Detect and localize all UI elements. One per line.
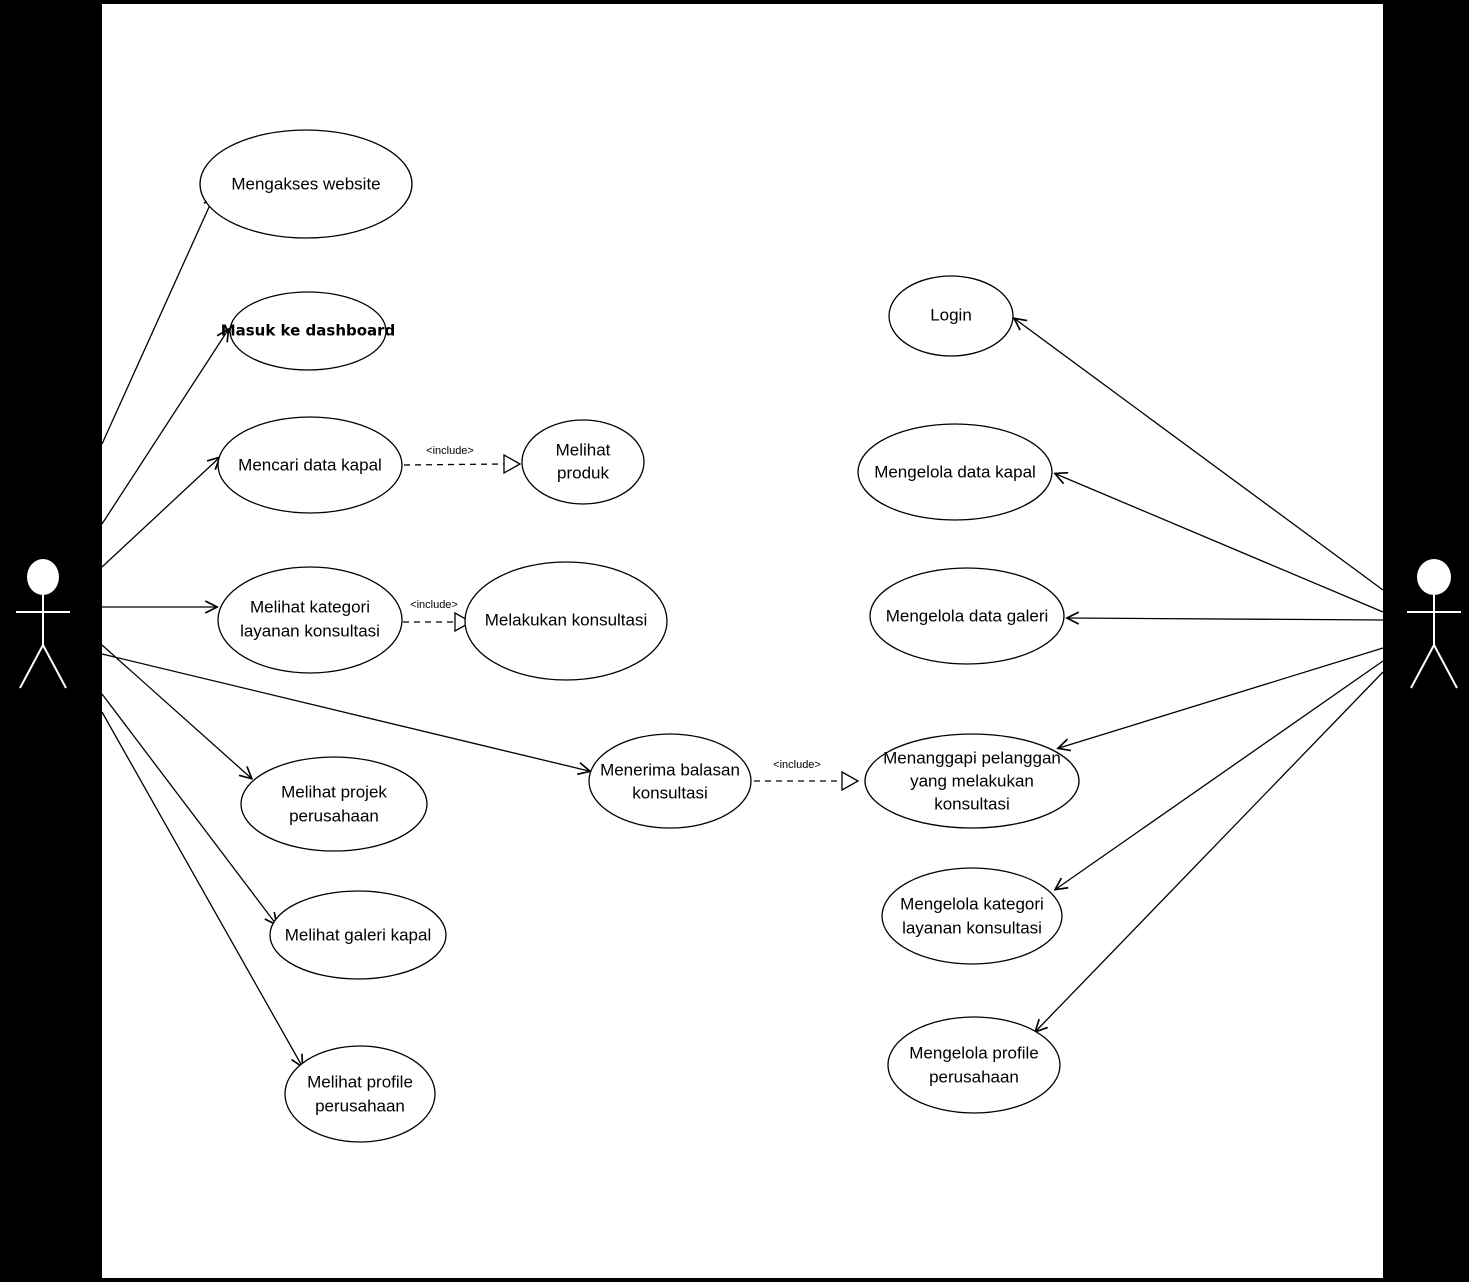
use-case-melihat-galeri-label: Melihat galeri kapal: [285, 925, 431, 944]
include-3-label: <include>: [773, 759, 821, 771]
use-case-melakukan-konsultasi-label: Melakukan konsultasi: [485, 610, 648, 629]
include-1-label: <include>: [426, 445, 474, 457]
use-case-menanggapi-pelanggan-label-line3: konsultasi: [934, 794, 1010, 813]
use-case-login-shape: [888, 275, 1014, 357]
use-case-login-label: Login: [930, 305, 972, 324]
assoc-pelanggan-menerima-balasan[interactable]: [101, 653, 589, 771]
use-case-menanggapi-pelanggan[interactable]: Menanggapi pelanggan yang melakukan kons…: [864, 733, 1080, 829]
use-case-mengelola-data-galeri-shape: [869, 567, 1065, 665]
use-case-menerima-balasan-konsultasi[interactable]: Menerima balasan konsultasi: [588, 733, 752, 829]
use-case-melihat-kategori-shape: [217, 566, 403, 674]
include-1-line: [403, 463, 505, 466]
use-case-melihat-profile-label-line1: Melihat profile: [307, 1072, 413, 1091]
actor-pelanggan-head: [27, 559, 59, 595]
use-case-mengelola-profile-label-line2: perusahaan: [929, 1067, 1019, 1086]
use-case-mengelola-data-galeri-label: Mengelola data galeri: [886, 606, 1049, 625]
actor-admin[interactable]: [1407, 559, 1461, 689]
assoc-pelanggan-melihat-profile[interactable]: [101, 711, 302, 1066]
include-2-arrowhead: [454, 611, 473, 633]
use-case-melihat-projek-shape: [240, 756, 428, 852]
use-case-melihat-projek-perusahaan[interactable]: Melihat projek perusahaan: [240, 756, 428, 852]
use-case-mencari-data-kapal[interactable]: Mencari data kapal: [217, 416, 403, 514]
use-case-melihat-galeri-kapal[interactable]: Melihat galeri kapal: [269, 890, 447, 980]
actor-admin-head: [1417, 559, 1451, 595]
use-case-mengelola-kategori-label-line2: layanan konsultasi: [902, 918, 1042, 937]
use-case-mengelola-data-kapal-label: Mengelola data kapal: [874, 462, 1036, 481]
assoc-pelanggan-mengakses-website[interactable]: [101, 196, 214, 445]
assoc-admin-mengelola-profile[interactable]: [1036, 671, 1384, 1031]
association-group-pelanggan: [101, 196, 589, 1066]
use-case-mengelola-data-kapal[interactable]: Mengelola data kapal: [857, 423, 1053, 521]
use-case-melihat-profile-label-line2: perusahaan: [315, 1096, 405, 1115]
use-case-menanggapi-pelanggan-label-line2: yang melakukan: [910, 771, 1034, 790]
use-case-melihat-projek-label-line2: perusahaan: [289, 806, 379, 825]
use-case-melihat-produk-shape: [521, 419, 645, 505]
assoc-pelanggan-mencari-data-kapal[interactable]: [101, 458, 219, 568]
assoc-pelanggan-masuk-dashboard[interactable]: [101, 330, 228, 525]
use-case-mengelola-data-kapal-shape: [857, 423, 1053, 521]
use-case-melihat-kategori-label-line1: Melihat kategori: [250, 597, 370, 616]
use-case-mengakses-website-label: Mengakses website: [231, 174, 380, 193]
use-case-mencari-data-kapal-shape: [217, 416, 403, 514]
use-case-menanggapi-pelanggan-shape: [864, 733, 1080, 829]
use-case-melakukan-konsultasi-shape: [464, 561, 668, 681]
include-relation-menerima-menanggapi[interactable]: <include>: [754, 759, 860, 792]
use-case-masuk-ke-dashboard[interactable]: Masuk ke dashboard: [221, 291, 396, 371]
use-case-melihat-kategori-label-line2: layanan konsultasi: [240, 621, 380, 640]
use-case-mengelola-data-galeri[interactable]: Mengelola data galeri: [869, 567, 1065, 665]
use-case-melihat-profile-perusahaan[interactable]: Melihat profile perusahaan: [284, 1045, 436, 1143]
include-1-arrowhead: [503, 453, 522, 475]
use-case-masuk-ke-dashboard-label: Masuk ke dashboard: [221, 322, 396, 340]
use-case-menerima-balasan-label-line2: konsultasi: [632, 783, 708, 802]
assoc-admin-mengelola-data-kapal[interactable]: [1056, 474, 1384, 613]
use-case-mengelola-kategori-layanan-konsultasi[interactable]: Mengelola kategori layanan konsultasi: [881, 867, 1063, 965]
association-group-admin: [1015, 319, 1384, 1031]
use-case-menerima-balasan-shape: [588, 733, 752, 829]
assoc-admin-mengelola-kategori[interactable]: [1056, 660, 1384, 889]
actor-pelanggan[interactable]: [16, 559, 70, 689]
use-case-mengakses-website[interactable]: Mengakses website: [199, 129, 413, 239]
assoc-admin-login[interactable]: [1015, 319, 1384, 591]
use-case-melihat-kategori-layanan-konsultasi[interactable]: Melihat kategori layanan konsultasi: [217, 566, 403, 674]
include-relation-kategori-melakukan-konsultasi[interactable]: <include>: [403, 599, 473, 633]
use-case-menerima-balasan-label-line1: Menerima balasan: [600, 760, 740, 779]
use-case-login[interactable]: Login: [888, 275, 1014, 357]
use-case-mengakses-website-shape: [199, 129, 413, 239]
use-case-melihat-galeri-shape: [269, 890, 447, 980]
use-case-melihat-produk-label-line2: produk: [557, 463, 609, 482]
actor-pelanggan-body: [16, 595, 70, 689]
use-case-melihat-profile-shape: [284, 1045, 436, 1143]
include-3-arrowhead: [841, 770, 860, 792]
use-case-menanggapi-pelanggan-label-line1: Menanggapi pelanggan: [883, 748, 1061, 767]
assoc-pelanggan-melihat-galeri[interactable]: [101, 693, 276, 924]
use-case-mengelola-profile-shape: [887, 1016, 1061, 1114]
assoc-admin-mengelola-data-galeri[interactable]: [1068, 618, 1384, 620]
include-2-label: <include>: [410, 599, 458, 611]
use-case-melihat-produk[interactable]: Melihat produk: [521, 419, 645, 505]
use-case-mengelola-kategori-shape: [881, 867, 1063, 965]
actor-admin-body: [1407, 595, 1461, 689]
use-case-mengelola-profile-perusahaan[interactable]: Mengelola profile perusahaan: [887, 1016, 1061, 1114]
include-relation-mencari-melihat-produk[interactable]: <include>: [403, 445, 522, 475]
use-case-mengelola-kategori-label-line1: Mengelola kategori: [900, 894, 1044, 913]
assoc-admin-menanggapi-pelanggan[interactable]: [1059, 647, 1384, 748]
use-case-masuk-ke-dashboard-shape: [229, 291, 387, 371]
use-case-melakukan-konsultasi[interactable]: Melakukan konsultasi: [464, 561, 668, 681]
use-case-mencari-data-kapal-label: Mencari data kapal: [238, 455, 382, 474]
use-case-melihat-produk-label-line1: Melihat: [556, 440, 611, 459]
use-case-melihat-projek-label-line1: Melihat projek: [281, 782, 387, 801]
use-case-mengelola-profile-label-line1: Mengelola profile: [909, 1043, 1038, 1062]
assoc-pelanggan-melihat-projek[interactable]: [101, 644, 251, 778]
